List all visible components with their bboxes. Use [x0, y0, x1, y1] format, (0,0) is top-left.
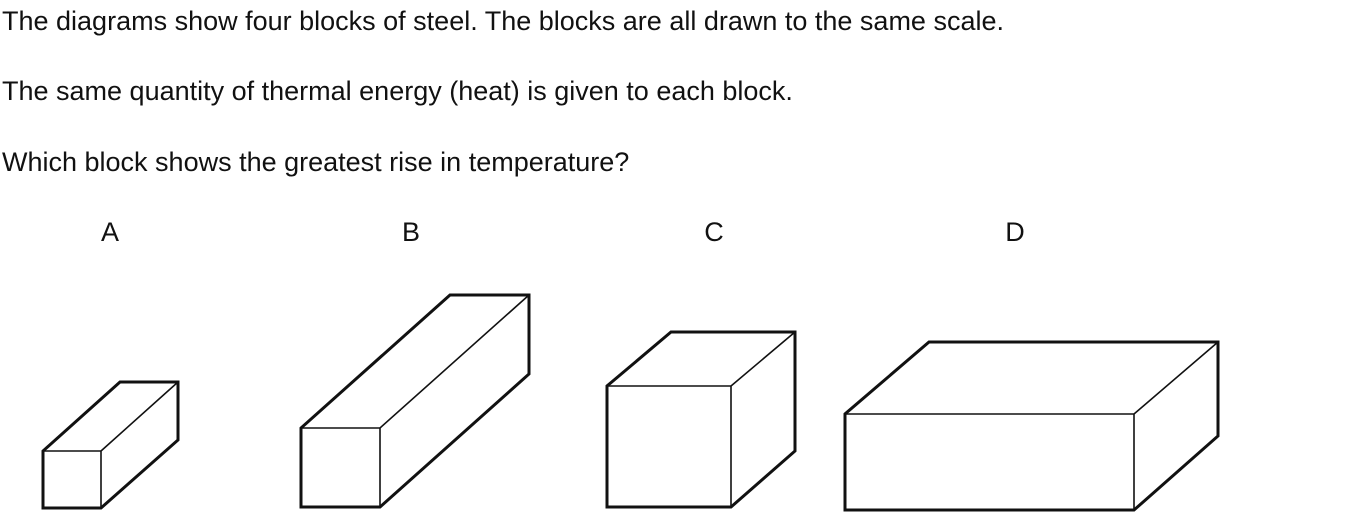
option-label-c: C	[704, 217, 724, 247]
block-d	[843, 340, 1220, 512]
question-line-1: The diagrams show four blocks of steel. …	[2, 6, 1004, 36]
question-line-3: Which block shows the greatest rise in t…	[2, 147, 630, 177]
block-b	[299, 293, 531, 509]
option-label-a: A	[100, 217, 119, 247]
option-label-b: B	[401, 217, 420, 247]
question-line-2: The same quantity of thermal energy (hea…	[2, 76, 793, 106]
block-a	[41, 380, 180, 510]
option-label-d: D	[1005, 217, 1025, 247]
block-c	[605, 330, 797, 509]
